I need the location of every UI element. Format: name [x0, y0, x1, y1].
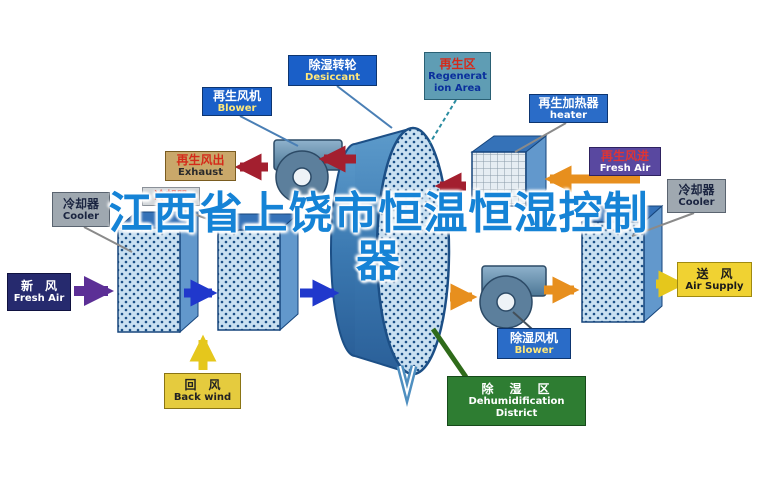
- desiccant-wheel: [330, 126, 451, 407]
- label-regen-blower: 再生风机 Blower: [202, 87, 272, 116]
- cooler-box-1: [116, 210, 200, 334]
- label-regen-blower-zh: 再生风机: [212, 88, 261, 103]
- label-dehumid-blower: 除湿风机 Blower: [497, 328, 571, 359]
- wheel-ribbon-stripe: [399, 365, 415, 397]
- regen-blower-unit: [273, 139, 343, 204]
- connector-regen-blower-label: [239, 115, 299, 147]
- cooler-box-2-front: [217, 229, 281, 331]
- label-regen-blower-en: Blower: [217, 102, 257, 114]
- label-dehumid-blower-en: Blower: [514, 344, 554, 356]
- connector-dehumid-blower-label: [512, 311, 533, 330]
- cooler-box-1-front: [117, 227, 181, 333]
- flow-arrows: [74, 145, 686, 370]
- label-dehumid-blower-zh: 除湿风机: [509, 330, 558, 345]
- connector-heater-label: [514, 122, 567, 153]
- label-back-wind: 回 风 Back wind: [164, 373, 241, 409]
- label-cooler-left-en: Cooler: [62, 210, 100, 222]
- label-dehumid-district: 除 湿 区 Dehumidification District: [447, 376, 586, 426]
- label-cooler-right-en: Cooler: [678, 197, 715, 209]
- connector-cooler-left-label: [83, 226, 133, 253]
- label-air-supply: 送 风 Air Supply: [677, 262, 752, 297]
- label-fresh-air-en: Fresh Air: [13, 293, 65, 305]
- label-exhaust-en: Exhaust: [178, 167, 223, 179]
- cooler-box-1-side: [179, 210, 199, 334]
- label-cooler-right-zh: 冷却器: [678, 183, 715, 198]
- label-exhaust-zh: 再生风出: [176, 153, 225, 168]
- label-regen-heater: 再生加热器 heater: [529, 94, 608, 123]
- label-air-supply-en: Air Supply: [685, 280, 744, 292]
- cooler-box-2: [216, 212, 300, 332]
- connector-cooler-right-label: [631, 212, 695, 237]
- dehumid-blower-unit: [479, 265, 547, 329]
- label-desiccant: 除湿转轮 Desiccant: [288, 55, 377, 86]
- label-back-wind-zh: 回 风: [184, 378, 221, 393]
- label-regen-fresh-air-zh: 再生风进: [600, 148, 649, 163]
- label-cooler-mid: 冷却器: [142, 187, 200, 206]
- label-regeneration-area-zh: 再生区: [439, 57, 476, 72]
- label-dehumid-district-en: Dehumidification District: [468, 396, 565, 420]
- cooler-box-right-side: [643, 204, 663, 324]
- heater-front: [471, 151, 527, 207]
- label-back-wind-en: Back wind: [173, 392, 232, 404]
- connector-regen-area-label: [429, 99, 457, 144]
- connector-dehumid-district-label: [430, 327, 469, 379]
- label-air-supply-zh: 送 风: [696, 266, 733, 281]
- label-fresh-air-zh: 新 风: [20, 279, 57, 294]
- label-regen-heater-en: heater: [549, 109, 588, 121]
- label-cooler-left-zh: 冷却器: [62, 196, 99, 211]
- label-regeneration-area: 再生区 Regeneration Area: [424, 52, 491, 100]
- label-desiccant-en: Desiccant: [305, 71, 360, 83]
- label-regen-heater-zh: 再生加热器: [538, 95, 599, 110]
- dehumid-blower-inlet: [496, 292, 516, 312]
- cooler-box-2-side: [279, 212, 299, 332]
- label-regeneration-area-en: Regeneration Area: [428, 71, 487, 95]
- label-fresh-air: 新 风 Fresh Air: [7, 273, 71, 311]
- label-cooler-mid-zh: 冷却器: [154, 189, 188, 203]
- regen-blower-inlet: [292, 167, 312, 187]
- label-regen-fresh-air: 再生风进 Fresh Air: [589, 147, 661, 176]
- label-dehumid-district-zh: 除 湿 区: [481, 382, 552, 397]
- label-cooler-right: 冷却器 Cooler: [667, 179, 726, 213]
- label-exhaust: 再生风出 Exhaust: [165, 151, 236, 181]
- cooler-box-right: [580, 204, 664, 324]
- label-cooler-left: 冷却器 Cooler: [52, 192, 110, 227]
- label-regen-fresh-air-en: Fresh Air: [599, 162, 651, 174]
- connector-desiccant-label: [336, 85, 393, 129]
- label-desiccant-zh: 除湿转轮: [308, 57, 357, 72]
- connector-cooler-mid-label: [171, 205, 239, 231]
- label-connectors: [83, 85, 695, 379]
- cooler-box-right-front: [581, 221, 645, 323]
- heater-unit: [470, 134, 548, 208]
